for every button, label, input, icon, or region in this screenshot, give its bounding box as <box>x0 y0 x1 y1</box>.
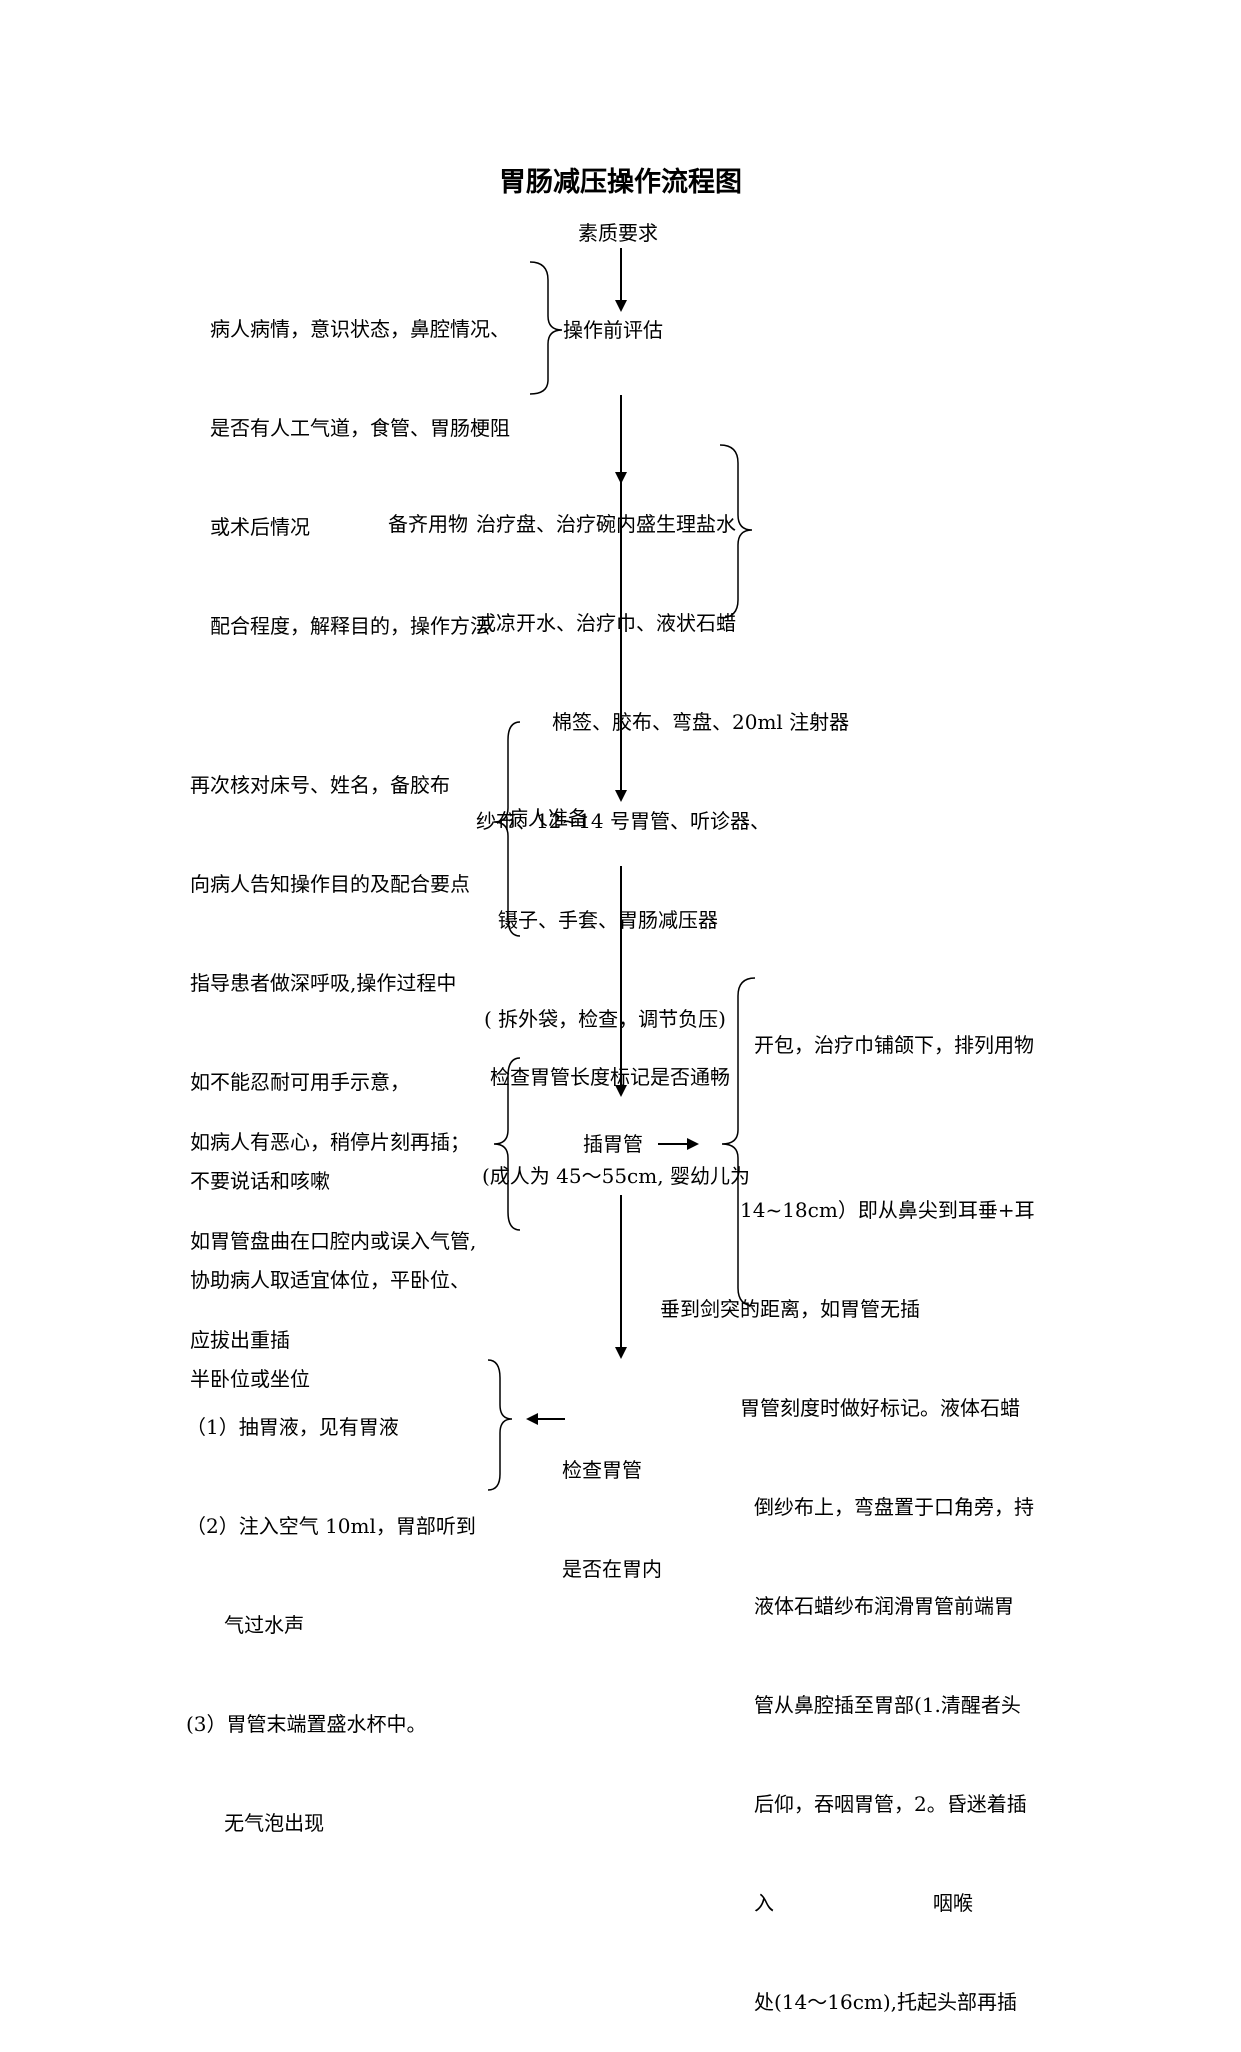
brace-check <box>487 1359 513 1491</box>
note-line: 气过水声 <box>186 1613 305 1637</box>
step-check-line: 是否在胃内 <box>562 1557 662 1581</box>
note-insert: 开包，治疗巾铺颌下，排列用物 14~18cm）即从鼻尖到耳垂+耳 垂到剑突的距离… <box>660 963 1035 2052</box>
step-quality-requirements: 素质要求 <box>578 221 658 245</box>
note-line: 胃管刻度时做好标记。液体石蜡 <box>740 1396 1020 1420</box>
note-line: 液体石蜡纱布润滑胃管前端胃 <box>754 1594 1014 1618</box>
note-line: 病人病情，意识状态，鼻腔情况、 <box>210 317 510 341</box>
note-line: 向病人告知操作目的及配合要点 <box>190 872 470 896</box>
note-line: 指导患者做深呼吸,操作过程中 <box>190 971 457 995</box>
note-nausea: 如病人有恶心，稍停片刻再插； 如胃管盘曲在口腔内或误入气管, 应拔出重插 <box>190 1060 476 1390</box>
note-line: （2）注入空气 10ml，胃部听到 <box>186 1514 476 1538</box>
note-line: 纱布、12~14 号胃管、听诊器、 <box>476 809 771 833</box>
note-line: 处(14～16cm),托起头部再插 <box>754 1990 1018 2014</box>
note-line: 应拔出重插 <box>190 1328 290 1352</box>
step-check-tube: 检查胃管 是否在胃内 <box>562 1388 662 1619</box>
note-assessment: 病人病情，意识状态，鼻腔情况、 是否有人工气道，食管、胃肠梗阻 或术后情况 配合… <box>210 247 510 676</box>
step-insert-tube: 插胃管 <box>583 1132 643 1156</box>
note-line: 倒纱布上，弯盘置于口角旁，持 <box>754 1495 1034 1519</box>
note-line: 无气泡出现 <box>186 1811 325 1835</box>
note-line: 如病人有恶心，稍停片刻再插； <box>190 1130 470 1154</box>
note-line: 半卧位或坐位 <box>190 1367 310 1391</box>
note-line: （1）抽胃液，见有胃液 <box>186 1415 399 1439</box>
note-line: 或凉开水、治疗巾、液状石蜡 <box>476 611 736 635</box>
note-line: 是否有人工气道，食管、胃肠梗阻 <box>210 416 510 440</box>
note-line: 14~18cm）即从鼻尖到耳垂+耳 <box>740 1198 1035 1222</box>
note-line: 如胃管盘曲在口腔内或误入气管, <box>190 1229 477 1253</box>
note-check: （1）抽胃液，见有胃液 （2）注入空气 10ml，胃部听到 气过水声 (3）胃管… <box>186 1345 476 1873</box>
note-line: 入 咽喉 <box>754 1891 973 1915</box>
note-patient-prep: 再次核对床号、姓名，备胶布 向病人告知操作目的及配合要点 指导患者做深呼吸,操作… <box>190 703 470 1429</box>
note-line: ( 拆外袋，检查，调节负压) <box>484 1007 726 1031</box>
step-prepare-supplies: 备齐用物 <box>388 512 468 536</box>
step-patient-prep: 病人准备 <box>508 806 588 830</box>
note-supplies: 治疗盘、治疗碗内盛生理盐水 或凉开水、治疗巾、液状石蜡 棉签、胶布、弯盘、20m… <box>476 442 849 1069</box>
note-line: 协助病人取适宜体位，平卧位、 <box>190 1268 470 1292</box>
note-measure: 检查胃管长度标记是否通畅 (成人为 45～55cm, 婴幼儿为 <box>482 995 750 1226</box>
note-line: 后仰，吞咽胃管，2。昏迷着插 <box>754 1792 1027 1816</box>
note-line: 或术后情况 <box>210 515 310 539</box>
note-line: 棉签、胶布、弯盘、20ml 注射器 <box>552 710 850 734</box>
note-line: 治疗盘、治疗碗内盛生理盐水 <box>476 512 736 536</box>
note-line: (3）胃管末端置盛水杯中。 <box>186 1712 427 1736</box>
note-line: 不要说话和咳嗽 <box>190 1169 330 1193</box>
page-title: 胃肠减压操作流程图 <box>499 167 742 198</box>
note-line: 管从鼻腔插至胃部(1.清醒者头 <box>754 1693 1021 1717</box>
step-pre-assessment: 操作前评估 <box>563 318 663 342</box>
note-line: 镊子、手套、胃肠减压器 <box>498 908 718 932</box>
note-line: 开包，治疗巾铺颌下，排列用物 <box>754 1033 1034 1057</box>
note-line: 垂到剑突的距离，如胃管无插 <box>660 1297 920 1321</box>
note-line: 检查胃管长度标记是否通畅 <box>490 1065 730 1089</box>
note-line: (成人为 45～55cm, 婴幼儿为 <box>482 1164 750 1188</box>
note-line: 如不能忍耐可用手示意， <box>190 1070 410 1094</box>
brace-assessment <box>529 261 563 395</box>
step-check-line: 检查胃管 <box>562 1458 642 1482</box>
note-line: 配合程度，解释目的，操作方法 <box>210 614 490 638</box>
note-line: 再次核对床号、姓名，备胶布 <box>190 773 450 797</box>
